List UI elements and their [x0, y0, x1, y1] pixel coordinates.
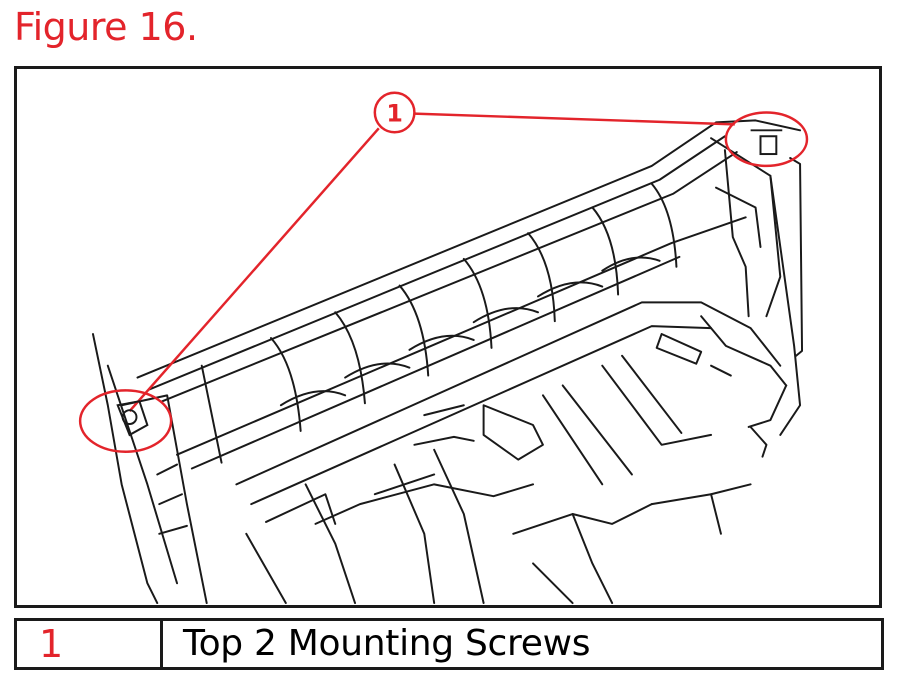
- legend-number: 1: [17, 621, 163, 667]
- screw-icon-right: [750, 129, 783, 156]
- callout-number: 1: [386, 99, 403, 127]
- legend-table: 1 Top 2 Mounting Screws: [14, 618, 884, 670]
- leader-line-right: [410, 112, 735, 126]
- diagram-frame: 1: [14, 66, 882, 608]
- screw-highlight-right: [724, 111, 809, 168]
- leader-line-left: [128, 127, 380, 412]
- screw-icon-left: [116, 400, 149, 437]
- callout-circle: [373, 91, 416, 134]
- figure-title: Figure 16.: [14, 5, 198, 49]
- mounting-screws-diagram: 1: [78, 91, 809, 605]
- legend-description: Top 2 Mounting Screws: [183, 623, 591, 664]
- dashboard-drawing: [91, 119, 804, 605]
- callout-leaders: [78, 91, 809, 453]
- screw-highlight-left: [78, 389, 173, 453]
